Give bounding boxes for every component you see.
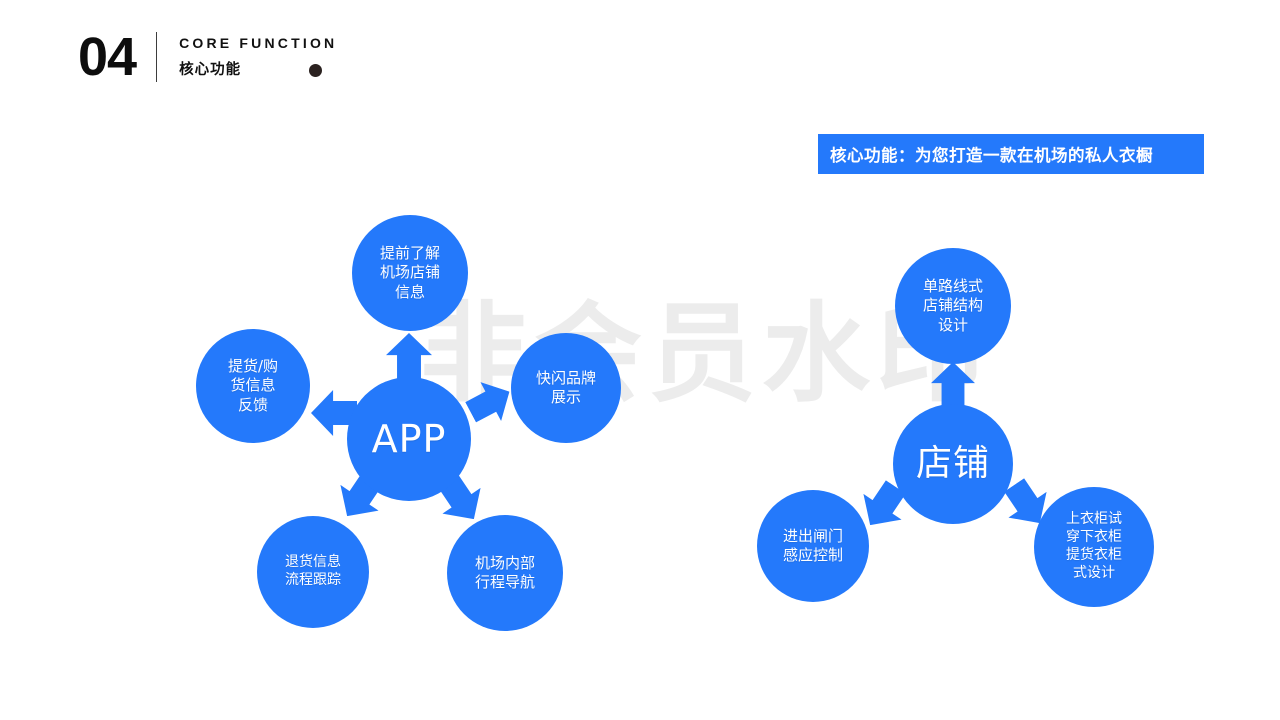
bullet-dot-icon — [309, 64, 323, 77]
section-title-cn: 核心功能 — [179, 62, 242, 79]
header-text-block: CORE FUNCTION 核心功能 — [179, 31, 337, 83]
node-app-bottomleft[interactable]: 退货信息 流程跟踪 — [257, 516, 369, 628]
node-shop-bottomright[interactable]: 上衣柜试 穿下衣柜 提货衣柜 式设计 — [1034, 487, 1154, 607]
diagram-hub-shop[interactable]: 店铺 — [893, 404, 1013, 524]
node-app-bottomright[interactable]: 机场内部 行程导航 — [447, 515, 563, 631]
node-app-top-label: 提前了解 机场店铺 信息 — [379, 244, 440, 301]
section-number: 04 — [78, 27, 137, 87]
node-app-right[interactable]: 快闪品牌 展示 — [511, 333, 621, 443]
node-shop-top-label: 单路线式 店铺结构 设计 — [922, 277, 983, 334]
header-subrow: 核心功能 — [179, 63, 337, 78]
node-shop-bottomleft-label: 进出闸门 感应控制 — [782, 526, 843, 564]
node-app-top[interactable]: 提前了解 机场店铺 信息 — [352, 215, 468, 331]
node-shop-bottomright-label: 上衣柜试 穿下衣柜 提货衣柜 式设计 — [1066, 511, 1122, 581]
node-shop-top[interactable]: 单路线式 店铺结构 设计 — [895, 248, 1011, 364]
node-app-bottomright-label: 机场内部 行程导航 — [474, 553, 535, 591]
slide-header: 04 CORE FUNCTION 核心功能 — [78, 30, 337, 84]
header-divider — [156, 32, 158, 82]
node-app-bottomleft-label: 退货信息 流程跟踪 — [285, 554, 341, 588]
headline-banner-text: 核心功能：为您打造一款在机场的私人衣橱 — [830, 146, 1153, 165]
diagram-hub-app-label: APP — [371, 416, 447, 461]
headline-banner: 核心功能：为您打造一款在机场的私人衣橱 — [818, 134, 1204, 174]
diagram-hub-shop-label: 店铺 — [915, 442, 990, 484]
diagram-hub-app[interactable]: APP — [347, 377, 471, 501]
node-app-left[interactable]: 提货/购 货信息 反馈 — [196, 329, 310, 443]
node-app-right-label: 快闪品牌 展示 — [535, 368, 596, 406]
section-title-en: CORE FUNCTION — [179, 35, 338, 52]
node-app-left-label: 提货/购 货信息 反馈 — [227, 357, 279, 414]
node-shop-bottomleft[interactable]: 进出闸门 感应控制 — [757, 490, 869, 602]
